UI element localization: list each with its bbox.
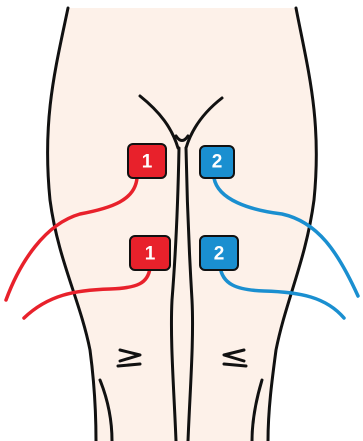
electrode-pad-lower-right: 2 xyxy=(200,236,238,270)
electrode-pad-label: 2 xyxy=(212,152,223,173)
electrode-pad-lower-left: 1 xyxy=(130,236,170,270)
electrode-pad-label: 1 xyxy=(142,152,153,173)
electrode-pad-upper-right: 2 xyxy=(200,146,234,178)
legs-skin xyxy=(48,8,317,441)
electrode-pad-label: 1 xyxy=(145,244,156,265)
electrode-pad-label: 2 xyxy=(214,244,225,265)
electrode-pad-upper-left: 1 xyxy=(128,144,166,178)
